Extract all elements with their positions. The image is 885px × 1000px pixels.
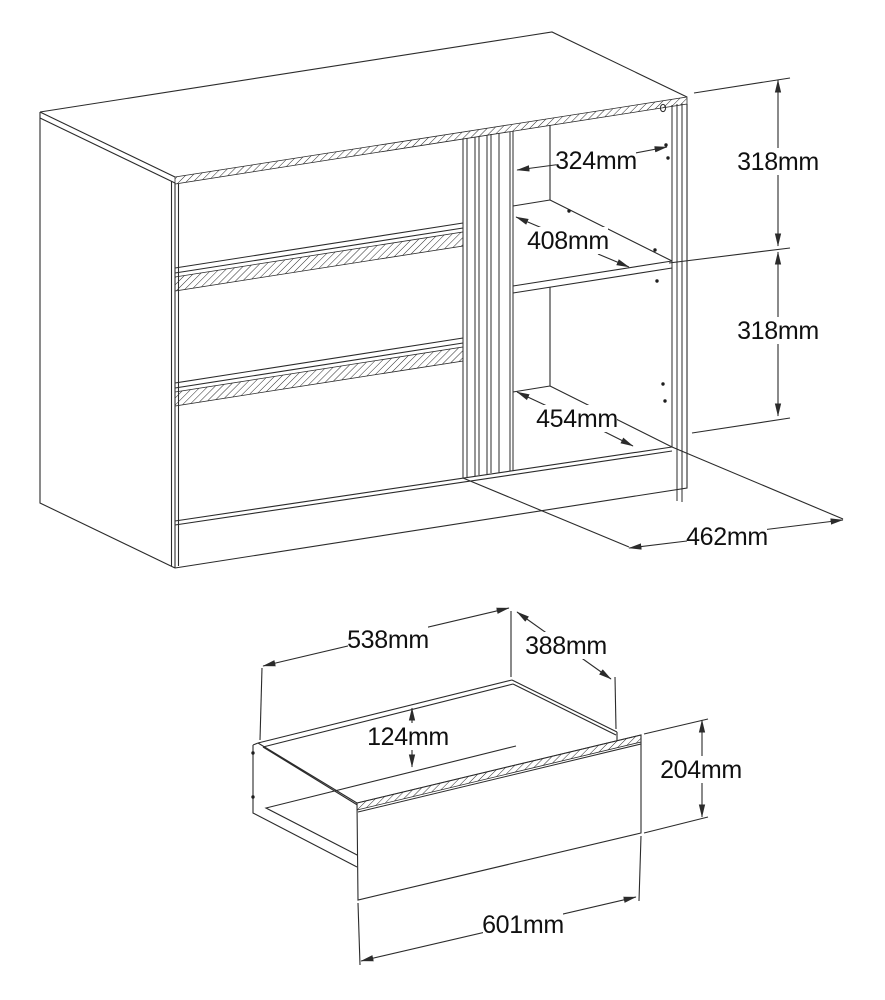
dim-label-floor-depth: 454mm: [536, 405, 618, 433]
dimension-shelf-depth: 408mm: [515, 216, 630, 268]
dimension-front-height: 204mm: [643, 718, 742, 834]
dimension-inner-height: 124mm: [367, 707, 449, 768]
dimension-lower-height: 318mm: [691, 251, 819, 434]
dim-label-upper-height: 318mm: [737, 148, 819, 176]
dimension-total-depth: 462mm: [462, 446, 844, 551]
dimension-upper-height: 318mm: [668, 77, 819, 264]
cabinet-figure: 324mm 318mm 408mm 318mm: [39, 31, 844, 569]
drawer-front-panel: [356, 734, 642, 901]
dimension-floor-depth: 454mm: [516, 391, 634, 447]
dim-label-lower-height: 318mm: [737, 317, 819, 345]
shelf: [512, 199, 673, 294]
drawer-figure: 538mm 388mm 124mm 204mm: [251, 607, 742, 966]
dimension-front-width: 601mm: [357, 835, 642, 966]
dimension-inner-depth: 388mm: [516, 611, 617, 730]
dim-label-shelf-depth: 408mm: [527, 227, 609, 255]
dim-label-opening-width: 324mm: [555, 147, 637, 175]
dim-label-inner-height: 124mm: [367, 723, 449, 751]
cabinet-structure: [39, 31, 688, 569]
dim-label-inner-width: 538mm: [347, 626, 429, 654]
dimension-inner-width: 538mm: [259, 607, 512, 741]
cam-lock-hole: [659, 103, 667, 113]
dim-label-total-depth: 462mm: [686, 523, 768, 551]
shelf-pin-holes: [567, 143, 670, 403]
dimension-opening-width: 324mm: [516, 146, 668, 175]
dim-label-front-height: 204mm: [660, 756, 742, 784]
dim-label-front-width: 601mm: [482, 911, 564, 939]
dim-label-inner-depth: 388mm: [525, 632, 607, 660]
drawer-front-edge-hatch: [356, 734, 642, 811]
drawer-structure: [251, 679, 642, 901]
